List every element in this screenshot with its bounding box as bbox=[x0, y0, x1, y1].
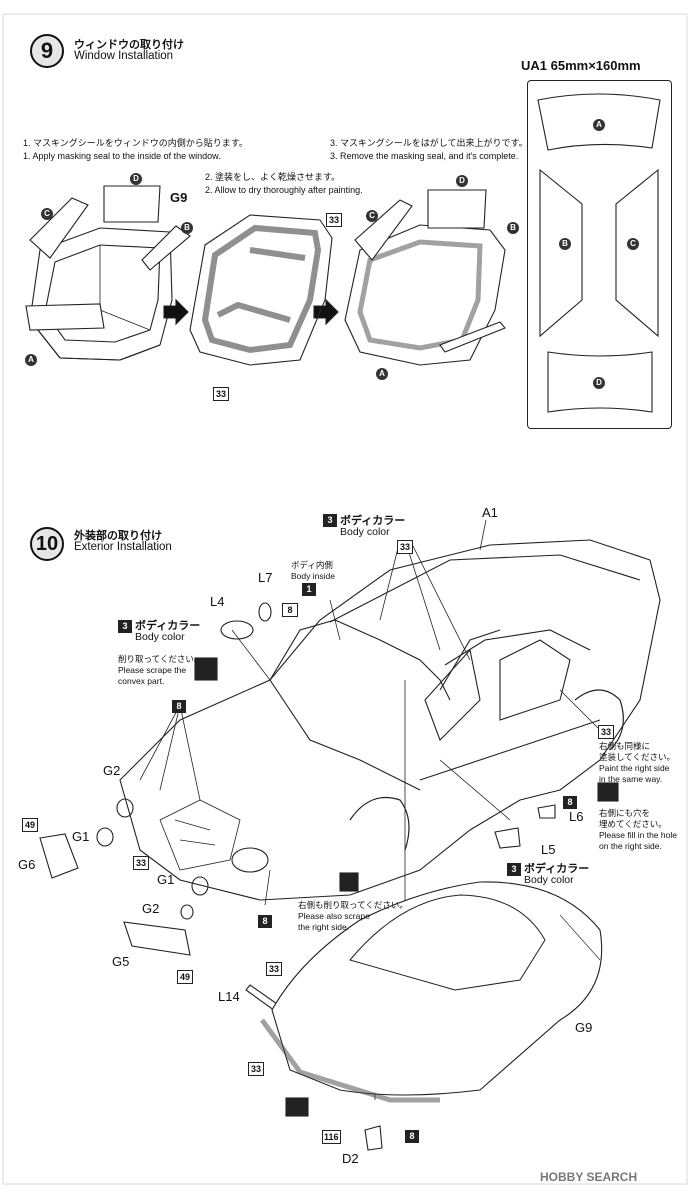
car-body bbox=[119, 539, 661, 901]
label-g9-1: G9 bbox=[170, 190, 188, 205]
step-10-number: 10 bbox=[30, 527, 64, 561]
ua1-label-d: D bbox=[593, 377, 605, 389]
fill-hole-jp-2: 埋めてください。 bbox=[599, 819, 667, 829]
scrape-en-2: convex part. bbox=[118, 676, 165, 686]
step-9-number: 9 bbox=[30, 34, 64, 68]
color-33-side: 33 bbox=[598, 725, 614, 739]
color-3-top: 3 bbox=[323, 514, 337, 527]
scrape-right-en-1: Please also scrape bbox=[298, 911, 370, 921]
body-color-jp-l5: ボディカラー bbox=[524, 863, 590, 875]
part-l5: L5 bbox=[541, 842, 556, 857]
part-g6: G6 bbox=[18, 857, 36, 872]
body-inside-jp: ボディ内側 bbox=[291, 560, 333, 570]
scrape-en-1: Please scrape the bbox=[118, 665, 187, 675]
color-8-d2: 8 bbox=[405, 1130, 419, 1143]
label-d-2: D bbox=[456, 175, 468, 187]
color-3-mirror: 3 bbox=[118, 620, 132, 633]
paint-right-jp-1: 右側も同様に bbox=[599, 741, 651, 751]
label-b-1: B bbox=[181, 222, 193, 234]
label-a-2: A bbox=[376, 368, 388, 380]
ua1-label-c: C bbox=[627, 238, 639, 250]
hobby-search-watermark: HOBBY SEARCH bbox=[540, 1170, 638, 1184]
color-8-lights: 8 bbox=[258, 915, 272, 928]
color-116: 116 bbox=[322, 1130, 341, 1144]
label-c-2: C bbox=[366, 210, 378, 222]
color-33-l14: 33 bbox=[266, 962, 282, 976]
part-g1-top: G1 bbox=[72, 829, 90, 844]
part-g5: G5 bbox=[112, 954, 130, 969]
fill-hole-en-1: Please fill in the hole bbox=[599, 830, 677, 840]
color-8-l7: 8 bbox=[282, 603, 298, 617]
ua1-label-b: B bbox=[559, 238, 571, 250]
instr3-jp: 3. マスキングシールをはがして出来上がりです。 bbox=[330, 138, 528, 148]
color-33-a: 33 bbox=[326, 213, 342, 227]
label-b-2: B bbox=[507, 222, 519, 234]
color-49-left: 49 bbox=[22, 818, 38, 832]
part-d2: D2 bbox=[342, 1151, 359, 1166]
part-g2-top: G2 bbox=[103, 763, 121, 778]
color-8-grille: 8 bbox=[172, 700, 186, 713]
label-d-1: D bbox=[130, 173, 142, 185]
paint-right-jp-2: 塗装してください。 bbox=[599, 752, 675, 762]
label-c-1: C bbox=[41, 208, 53, 220]
scrape-right-en-2: the right side. bbox=[298, 922, 350, 932]
ua1-mask-sheet bbox=[527, 80, 672, 429]
color-33-b: 33 bbox=[213, 387, 229, 401]
color-1: 1 bbox=[302, 583, 316, 596]
window-car-2 bbox=[189, 214, 333, 366]
fill-hole-en-2: on the right side. bbox=[599, 841, 662, 851]
body-color-en-l5: Body color bbox=[524, 874, 574, 886]
window-car-3 bbox=[344, 189, 506, 366]
color-33-window: 33 bbox=[248, 1062, 264, 1076]
part-l4: L4 bbox=[210, 594, 225, 609]
instr2-jp: 2. 塗装をし、よく乾燥させます。 bbox=[205, 172, 341, 182]
scrape-jp: 削り取ってください。 bbox=[118, 654, 203, 664]
instr2-en: 2. Allow to dry thoroughly after paintin… bbox=[205, 185, 363, 195]
color-33-grille: 33 bbox=[133, 856, 149, 870]
step-10-title-jp: 外装部の取り付け bbox=[74, 530, 162, 542]
color-3-l5: 3 bbox=[507, 863, 521, 876]
part-l14: L14 bbox=[218, 989, 240, 1004]
body-color-jp-top: ボディカラー bbox=[340, 515, 406, 527]
step-9-title-jp: ウィンドウの取り付け bbox=[74, 39, 184, 51]
ua1-title: UA1 65mm×160mm bbox=[521, 58, 641, 73]
step-10-title-en: Exterior Installation bbox=[74, 541, 172, 553]
body-color-en-top: Body color bbox=[340, 526, 390, 538]
color-8-l6: 8 bbox=[563, 796, 577, 809]
part-g1-bottom: G1 bbox=[157, 872, 175, 887]
body-color-en-mirror: Body color bbox=[135, 631, 185, 643]
scrape-right-jp: 右側も削り取ってください。 bbox=[298, 900, 408, 910]
paint-right-en-2: in the same way. bbox=[599, 774, 663, 784]
body-color-jp-mirror: ボディカラー bbox=[135, 620, 201, 632]
part-g9: G9 bbox=[575, 1020, 593, 1035]
instr1-en: 1. Apply masking seal to the inside of t… bbox=[23, 151, 221, 161]
part-l6: L6 bbox=[569, 809, 584, 824]
color-33-top: 33 bbox=[397, 540, 413, 554]
paint-right-en-1: Paint the right side bbox=[599, 763, 670, 773]
part-g2-bottom: G2 bbox=[142, 901, 160, 916]
part-a1: A1 bbox=[482, 505, 498, 520]
body-inside-en: Body inside bbox=[291, 571, 335, 581]
instr3-en: 3. Remove the masking seal, and it's com… bbox=[330, 151, 519, 161]
ua1-label-a: A bbox=[593, 119, 605, 131]
label-a-1: A bbox=[25, 354, 37, 366]
step-9-title-en: Window Installation bbox=[74, 50, 174, 62]
color-49-bottom: 49 bbox=[177, 970, 193, 984]
instr1-jp: 1. マスキングシールをウィンドウの内側から貼ります。 bbox=[23, 138, 248, 148]
fill-hole-jp-1: 右側にも穴を bbox=[599, 808, 651, 818]
part-l7: L7 bbox=[258, 570, 273, 585]
